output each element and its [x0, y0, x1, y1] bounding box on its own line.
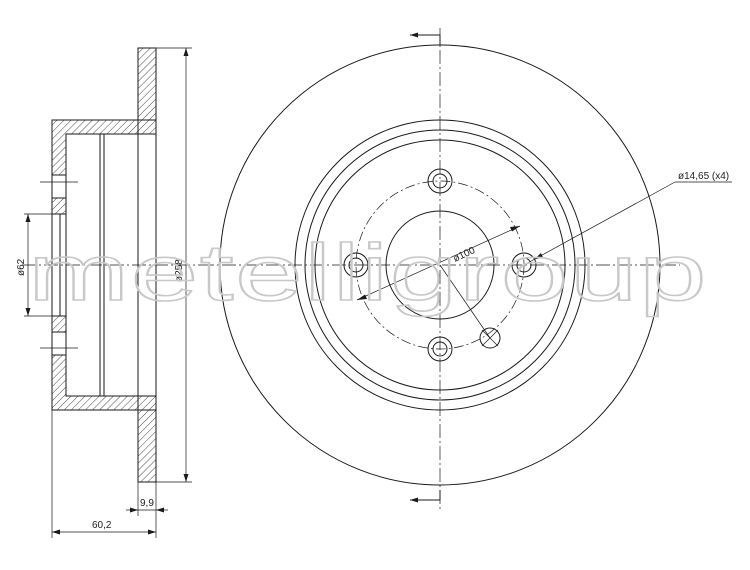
- bolt-circle-dimension-line: [356, 225, 521, 301]
- friction-ring-bottom-section: [137, 409, 157, 483]
- section-marker-bottom: [410, 490, 441, 501]
- side-section-view: [22, 47, 200, 483]
- hub-bore-dimension-label: ø62: [16, 258, 27, 276]
- flange-top-section: [51, 197, 67, 215]
- friction-ring-top-section: [137, 47, 157, 121]
- disc-thickness-dimension-label: 9,9: [140, 498, 154, 509]
- brand-watermark: metelligroup: [28, 228, 708, 317]
- overall-height-dimension-label: 60,2: [92, 520, 112, 531]
- section-marker-top: [410, 34, 441, 45]
- side-dimension-arrows: [25, 48, 189, 535]
- front-dimension-arrows: [357, 32, 543, 503]
- bolt-hole-leader-line: [523, 181, 676, 266]
- front-view: [200, 28, 732, 512]
- bolt-hole-dimension-label: ø14,65 (x4): [678, 171, 729, 182]
- flange-bottom-section: [51, 315, 67, 333]
- outer-diameter-dimension-label: ø258: [174, 259, 185, 282]
